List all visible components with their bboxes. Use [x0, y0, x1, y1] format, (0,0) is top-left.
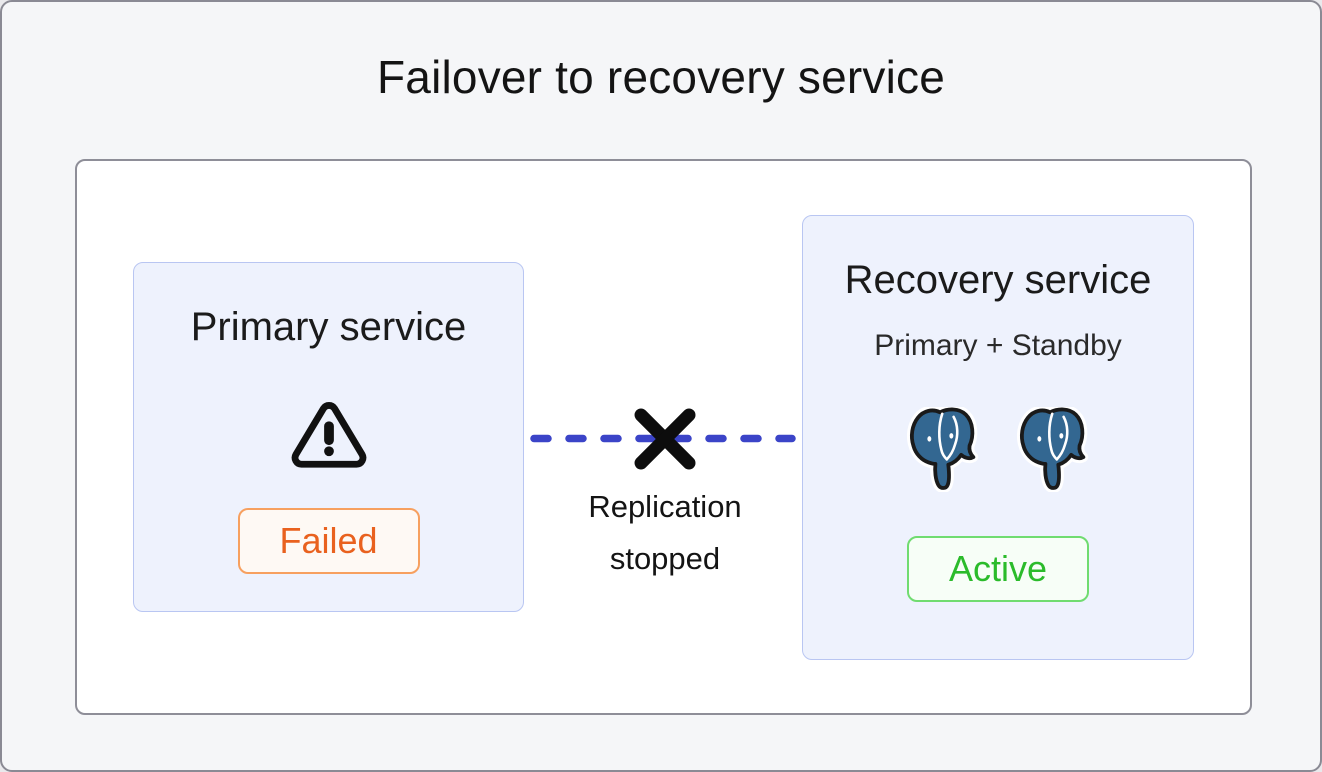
postgresql-elephant-icon [905, 404, 981, 493]
postgresql-elephant-icon [1015, 404, 1091, 493]
recovery-service-subtitle: Primary + Standby [874, 329, 1122, 362]
replication-stopped-label: Replication stopped [588, 489, 742, 576]
x-cross-icon [626, 400, 704, 483]
primary-service-title: Primary service [190, 305, 467, 349]
status-badge-failed: Failed [237, 508, 420, 574]
page-title: Failover to recovery service [377, 51, 945, 103]
recovery-service-title: Recovery service [844, 258, 1152, 302]
primary-service-box: Primary service Failed [133, 262, 524, 612]
status-badge-active: Active [907, 536, 1089, 602]
replication-dashed-line [528, 431, 798, 451]
postgres-logos-row [905, 404, 1091, 493]
warning-triangle-icon [286, 396, 372, 474]
recovery-service-box: Recovery service Primary + Standby [802, 215, 1194, 660]
